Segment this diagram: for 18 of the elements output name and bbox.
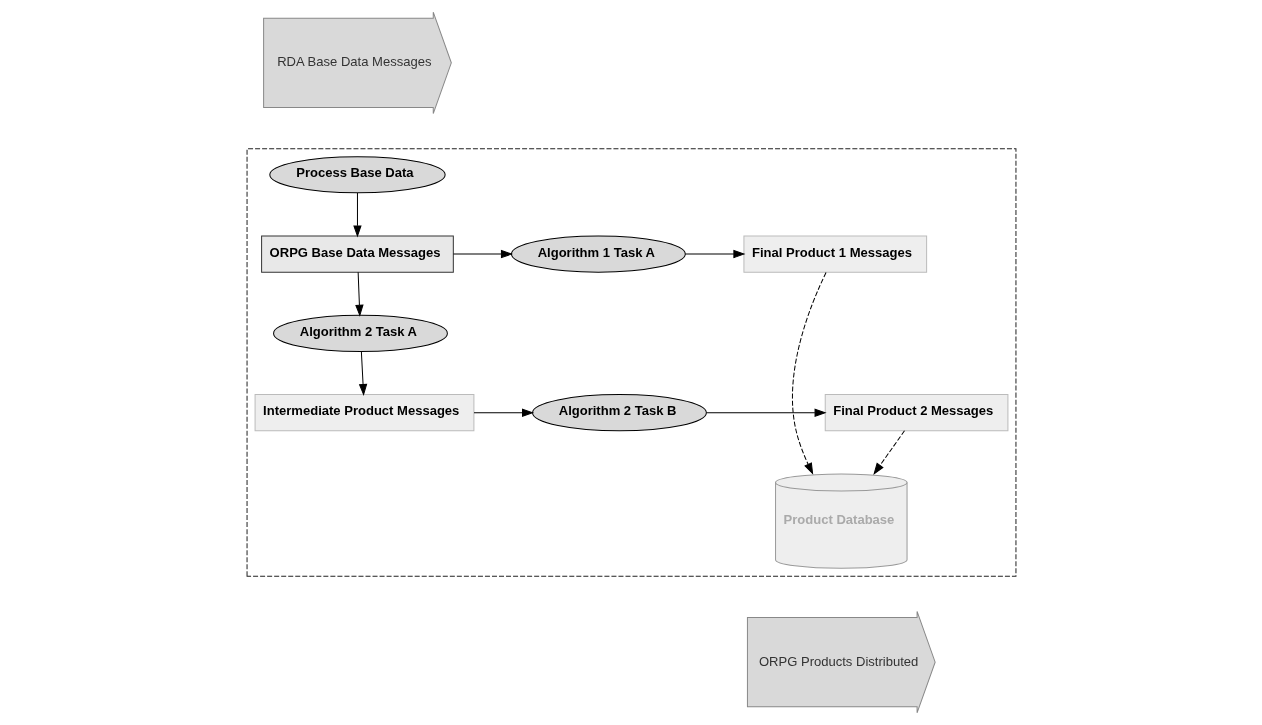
cluster <box>246 148 1016 577</box>
arrow <box>352 192 361 237</box>
node-ellipse: Algorithm 1 Task A <box>510 235 686 273</box>
arrow <box>873 430 905 475</box>
arrow <box>791 272 827 474</box>
arrow <box>358 351 367 396</box>
node-ellipse: Process Base Data <box>268 156 446 194</box>
arrow <box>684 250 744 259</box>
node-ellipse: Algorithm 2 Task B <box>531 394 707 432</box>
node-box: Final Product 2 Messages <box>824 394 1008 432</box>
node-box: Intermediate Product Messages <box>254 394 474 432</box>
node-box: Final Product 1 Messages <box>742 235 927 273</box>
node-ellipse: Algorithm 2 Task A <box>272 314 448 352</box>
node-box: ORPG Base Data Messages <box>260 235 454 273</box>
arrow <box>473 408 533 417</box>
arrow <box>705 408 826 417</box>
arrow <box>452 250 512 259</box>
arrow <box>354 271 363 316</box>
